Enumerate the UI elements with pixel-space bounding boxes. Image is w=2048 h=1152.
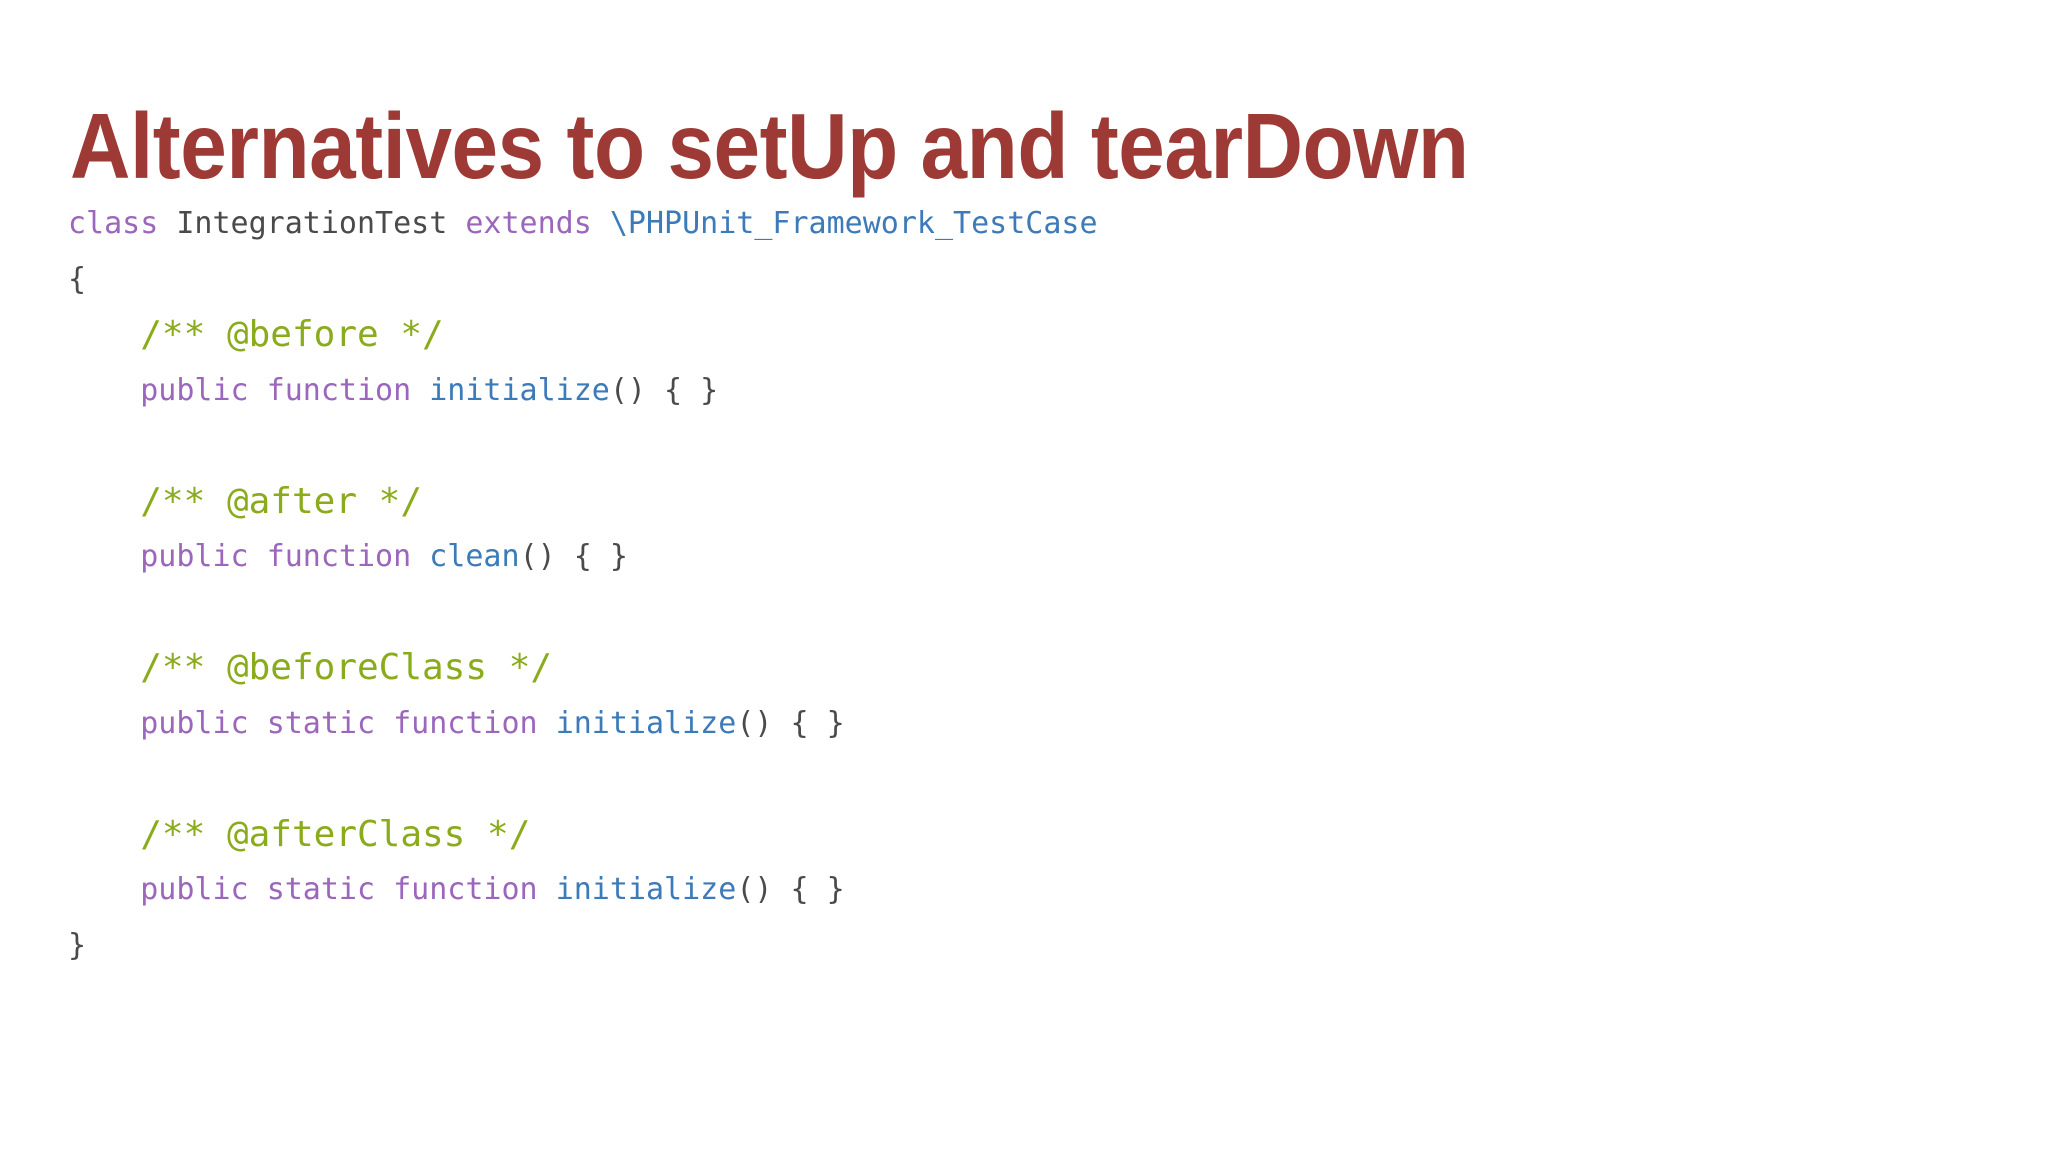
code-token-plain [249, 706, 267, 741]
line-comment-before: /** @before */ [68, 307, 1098, 363]
code-token-keyword: static [266, 705, 376, 741]
code-token-keyword: public [140, 372, 249, 408]
code-token-plain [249, 373, 267, 408]
line-comment-afterclass: /** @afterClass */ [68, 807, 1098, 863]
code-token-plain [68, 373, 140, 408]
code-token-plain [592, 206, 610, 241]
line-comment-beforeclass: /** @beforeClass */ [68, 640, 1098, 696]
line-method-initialize-beforeclass: public static function initialize() { } [68, 696, 1098, 752]
code-token-plain [411, 539, 429, 574]
code-token-keyword: function [266, 539, 412, 574]
code-token-punct: } [68, 927, 87, 963]
code-token-type: \PHPUnit_Framework_TestCase [609, 206, 1098, 241]
code-token-plain [375, 706, 393, 741]
code-token-punct: () { } [519, 539, 628, 574]
code-token-plain [538, 706, 556, 741]
code-token-punct: () { } [609, 372, 719, 408]
page-title: Alternatives to setUp and tearDown [70, 94, 1469, 199]
code-token-plain [68, 652, 140, 687]
code-token-plain [375, 872, 393, 907]
line-blank-2 [68, 585, 1098, 641]
code-token-plain [538, 872, 556, 907]
code-token-keyword: function [266, 372, 412, 408]
line-blank-1 [68, 418, 1098, 474]
code-token-plain [249, 539, 267, 574]
line-method-initialize-before: public function initialize() { } [68, 363, 1098, 419]
code-token-keyword: function [393, 705, 538, 741]
code-block: class IntegrationTest extends \PHPUnit_F… [68, 196, 1098, 973]
code-token-punct: { [68, 261, 87, 297]
code-token-keyword: public [140, 872, 249, 907]
code-token-comment: /** @after */ [140, 480, 423, 522]
code-token-keyword: public [140, 539, 249, 574]
code-token-comment: /** @afterClass */ [140, 813, 531, 855]
code-token-punct: () { } [736, 705, 845, 741]
code-token-classname: IntegrationTest [176, 206, 448, 241]
code-token-keyword: public [140, 705, 249, 741]
code-token-fn: initialize [555, 705, 737, 741]
line-blank-3 [68, 751, 1098, 807]
code-token-plain [411, 373, 429, 408]
code-token-keyword: static [266, 872, 376, 907]
code-token-punct: () { } [736, 872, 845, 907]
code-token-plain [68, 539, 140, 574]
code-token-keyword: extends [465, 206, 592, 241]
code-token-plain [68, 319, 140, 354]
line-method-clean: public function clean() { } [68, 529, 1098, 585]
code-token-plain [68, 872, 140, 907]
line-comment-after: /** @after */ [68, 474, 1098, 530]
code-token-plain [68, 486, 140, 521]
code-token-comment: /** @beforeClass */ [140, 647, 553, 688]
code-token-fn: clean [429, 539, 520, 574]
code-token-fn: initialize [429, 372, 610, 408]
code-token-plain [447, 206, 465, 241]
line-close-brace: } [68, 918, 1098, 974]
line-open-brace: { [68, 252, 1098, 308]
line-class-decl: class IntegrationTest extends \PHPUnit_F… [68, 196, 1098, 252]
line-method-initialize-afterclass: public static function initialize() { } [68, 862, 1098, 918]
code-token-keyword: class [68, 206, 159, 241]
code-token-plain [68, 706, 140, 741]
code-token-fn: initialize [555, 872, 737, 907]
code-token-plain [158, 206, 176, 241]
code-token-plain [68, 819, 140, 854]
code-token-comment: /** @before */ [140, 314, 444, 355]
code-token-keyword: function [393, 872, 538, 907]
code-token-plain [249, 872, 267, 907]
